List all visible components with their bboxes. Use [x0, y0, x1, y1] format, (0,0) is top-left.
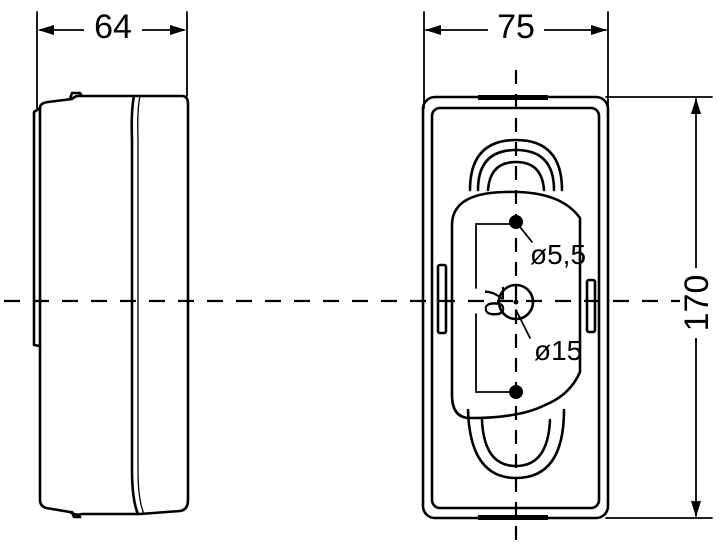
arrow-left — [425, 25, 441, 35]
side-view: 64 — [32, 8, 190, 519]
top-lobe-outer — [468, 138, 564, 192]
label-mask — [84, 8, 142, 44]
bottom-lobe-inner — [480, 418, 552, 468]
side-depth-label: 64 — [94, 8, 132, 46]
front-view: 75 170 70 — [421, 8, 716, 550]
front-housing-inner — [430, 106, 601, 510]
arrow-bottom — [691, 501, 701, 517]
side-seam — [130, 94, 140, 516]
side-tab-top — [68, 91, 84, 101]
front-height-label: 170 — [678, 275, 716, 332]
arrow-right — [170, 25, 186, 35]
label-mask — [680, 268, 716, 338]
leader-small-hole — [519, 226, 533, 243]
mounting-plate — [450, 190, 582, 420]
arrow-top — [691, 98, 701, 114]
arrow-right — [591, 25, 607, 35]
right-clip — [585, 278, 597, 334]
upper-mounting-hole — [509, 215, 523, 229]
top-lobe-inner — [486, 160, 546, 192]
center-hole-diameter-label: ø15 — [534, 335, 582, 366]
side-seam-inner — [137, 95, 145, 515]
bottom-tab — [478, 515, 548, 520]
front-width-label: 75 — [497, 8, 535, 46]
side-lens-edge — [32, 106, 42, 348]
top-lobe-mid — [476, 148, 556, 192]
small-hole-diameter-label: ø5,5 — [530, 239, 586, 270]
arrow-left — [38, 25, 54, 35]
leader-center-hole — [515, 309, 531, 339]
side-tab-bottom — [70, 510, 82, 519]
center-hole — [497, 283, 535, 321]
bottom-lobe-outer — [466, 408, 566, 480]
side-body-outline — [38, 94, 190, 516]
center-hole-mark — [513, 299, 519, 305]
top-tab — [478, 95, 548, 100]
left-clip — [436, 263, 448, 335]
label-mask — [488, 8, 544, 44]
lower-mounting-hole — [509, 385, 523, 399]
